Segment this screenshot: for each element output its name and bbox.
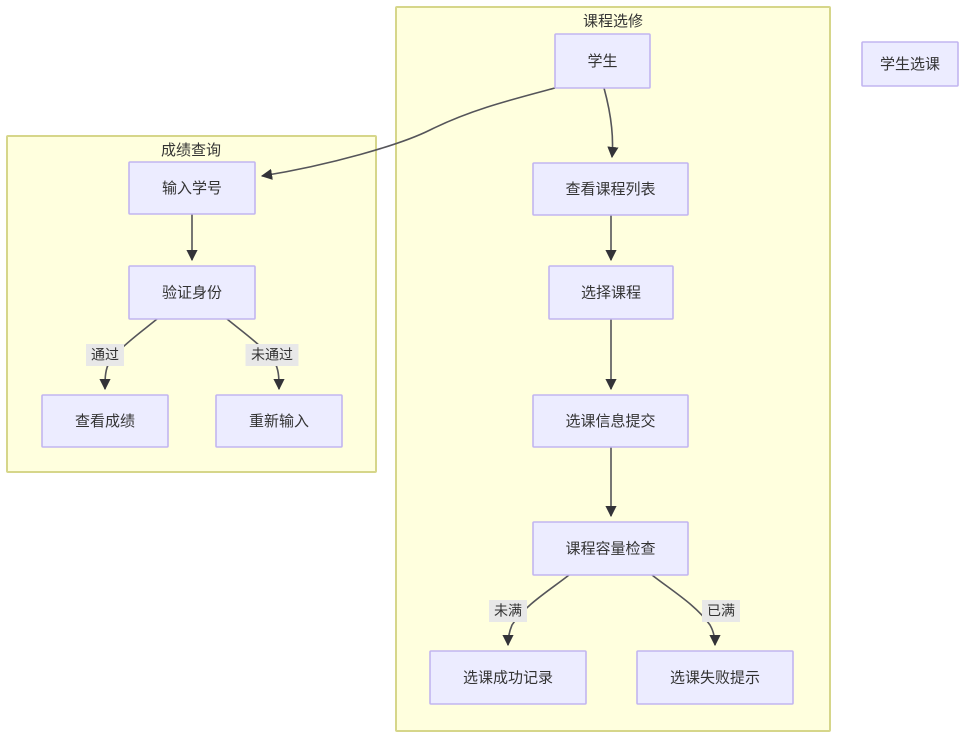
- edge-verify-to-reinput: [226, 318, 285, 391]
- node-student-rect[interactable]: [554, 33, 651, 89]
- cluster-course-selection: 课程选修: [395, 6, 831, 732]
- node-selection-success[interactable]: 选课成功记录: [429, 650, 587, 705]
- node-capacity-check-rect[interactable]: [532, 521, 689, 576]
- node-capacity-check[interactable]: 课程容量检查: [532, 521, 689, 576]
- cluster-course-selection-rect: [395, 6, 831, 732]
- node-reinput-label: 重新输入: [249, 413, 309, 430]
- node-student-course-standalone[interactable]: 学生选课: [861, 41, 959, 87]
- node-input-student-id-label: 输入学号: [162, 180, 222, 197]
- edge-capacity-to-failure-label-bg: [702, 600, 740, 622]
- edge-verify-to-reinput-label-bg: [245, 344, 299, 366]
- node-selection-failure-label: 选课失败提示: [670, 669, 760, 686]
- edge-capacity-to-success-label-bg: [489, 600, 527, 622]
- node-select-course[interactable]: 选择课程: [548, 265, 674, 320]
- edge-capacity-to-success: [502, 574, 570, 647]
- node-view-course-list-label: 查看课程列表: [565, 181, 655, 198]
- node-student-course-standalone-label: 学生选课: [880, 56, 940, 73]
- node-view-course-list[interactable]: 查看课程列表: [532, 162, 689, 216]
- node-student-label: 学生: [587, 53, 617, 70]
- edges-group: [99, 87, 721, 647]
- node-submit-selection[interactable]: 选课信息提交: [532, 394, 689, 448]
- node-submit-selection-label: 选课信息提交: [565, 412, 655, 430]
- node-input-student-id-rect[interactable]: [128, 161, 256, 215]
- cluster-score-query-rect: [6, 135, 377, 473]
- edge-capacity-to-success-label: 未满: [494, 603, 522, 619]
- edge-student-to-course-list: [603, 87, 619, 159]
- node-submit-selection-rect[interactable]: [532, 394, 689, 448]
- edge-capacity-to-failure-label: 已满: [707, 603, 735, 619]
- cluster-score-query: 成绩查询: [6, 135, 377, 473]
- node-student-course-standalone-rect[interactable]: [861, 41, 959, 87]
- node-view-score-rect[interactable]: [41, 394, 169, 448]
- edge-capacity-to-failure: [651, 574, 721, 647]
- edge-labels-group: 未满 已满 通过 未通过: [86, 344, 740, 622]
- node-selection-failure-rect[interactable]: [636, 650, 794, 705]
- node-verify-identity-rect[interactable]: [128, 265, 256, 320]
- edge-verify-to-score-label: 通过: [91, 347, 119, 363]
- node-view-score[interactable]: 查看成绩: [41, 394, 169, 448]
- node-selection-failure[interactable]: 选课失败提示: [636, 650, 794, 705]
- node-select-course-rect[interactable]: [548, 265, 674, 320]
- node-input-student-id[interactable]: 输入学号: [128, 161, 256, 215]
- node-view-course-list-rect[interactable]: [532, 162, 689, 216]
- node-verify-identity[interactable]: 验证身份: [128, 265, 256, 320]
- edge-student-to-input-id: [260, 87, 556, 180]
- node-reinput[interactable]: 重新输入: [215, 394, 343, 448]
- edge-verify-to-score: [99, 318, 158, 391]
- edge-verify-to-score-label-bg: [86, 344, 124, 366]
- cluster-score-query-title: 成绩查询: [161, 142, 221, 159]
- node-verify-identity-label: 验证身份: [162, 284, 222, 301]
- node-view-score-label: 查看成绩: [75, 413, 135, 430]
- edge-verify-to-reinput-label: 未通过: [251, 347, 293, 363]
- node-select-course-label: 选择课程: [581, 284, 641, 301]
- node-selection-success-rect[interactable]: [429, 650, 587, 705]
- node-reinput-rect[interactable]: [215, 394, 343, 448]
- cluster-course-selection-title: 课程选修: [583, 13, 643, 30]
- node-capacity-check-label: 课程容量检查: [565, 540, 655, 557]
- clusters-group: 成绩查询 课程选修: [6, 6, 831, 732]
- node-selection-success-label: 选课成功记录: [463, 669, 553, 686]
- node-student[interactable]: 学生: [554, 33, 651, 89]
